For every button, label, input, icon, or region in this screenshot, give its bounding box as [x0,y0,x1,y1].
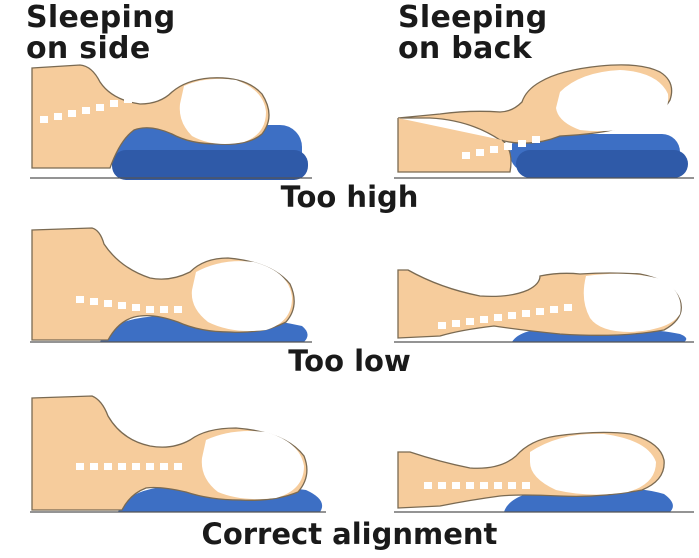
head-side-low [192,261,292,331]
pillow-high-back-lower [516,150,688,178]
back-too-high-figure [394,65,694,178]
back-correct-figure [394,432,694,512]
pillow-high-side-lower [112,150,308,180]
side-too-high-figure [30,65,312,180]
label-correct-alignment: Correct alignment [0,518,699,550]
label-too-low: Too low [0,345,699,377]
label-too-high: Too high [0,181,699,213]
back-too-low-figure [394,270,694,342]
side-correct-figure [30,396,326,512]
head-side-correct [202,431,304,499]
side-too-low-figure [30,228,312,342]
head-back-low [584,274,681,332]
